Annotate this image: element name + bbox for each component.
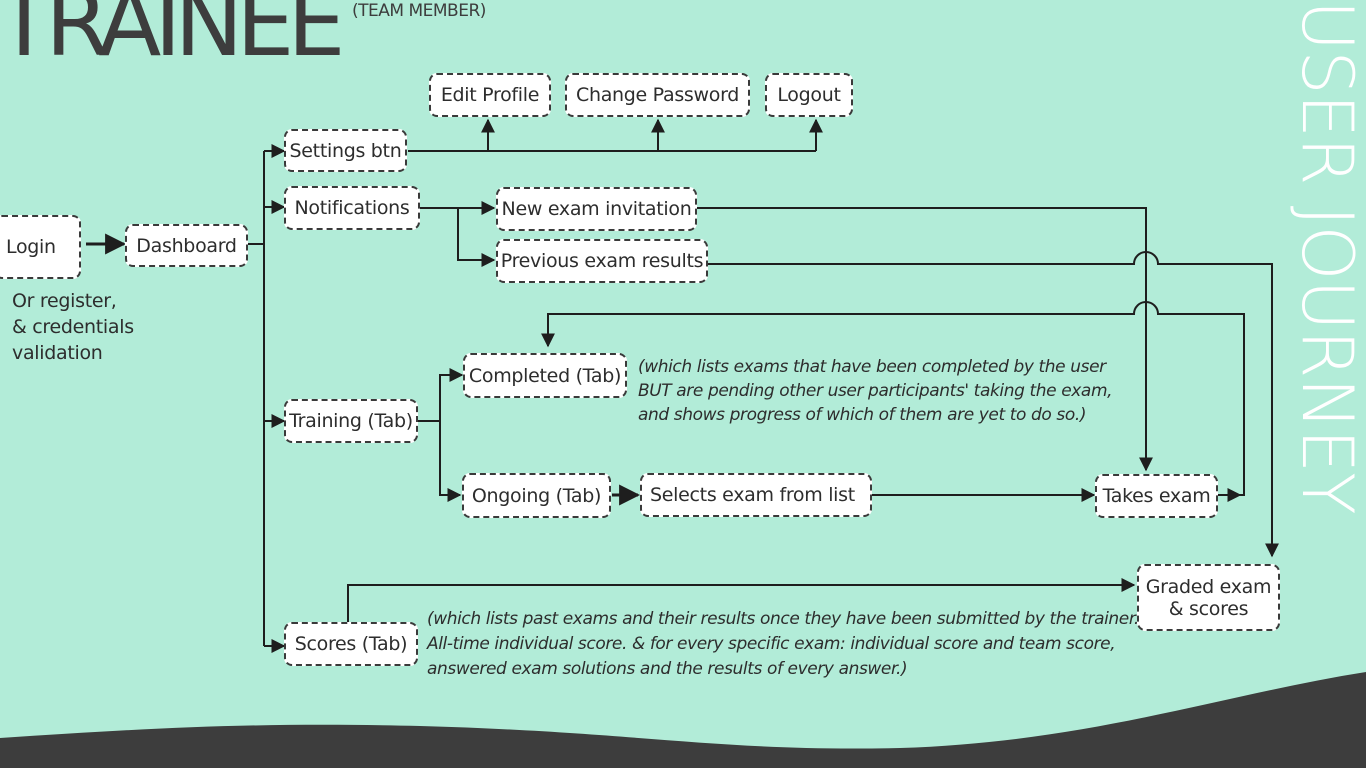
login-note: Or register, & credentials validation	[12, 290, 134, 364]
node-completed: Completed (Tab)	[463, 353, 627, 398]
node-settings: Settings btn	[284, 129, 407, 172]
page-subtitle: (TEAM MEMBER)	[352, 1, 486, 21]
node-login: Login	[0, 215, 81, 279]
node-previous-exam-results: Previous exam results	[496, 239, 708, 283]
node-new-exam-invitation: New exam invitation	[496, 187, 697, 231]
scores-note: (which lists past exams and their result…	[427, 609, 1139, 679]
node-graded-exam: Graded exam & scores	[1137, 564, 1280, 631]
completed-note: (which lists exams that have been comple…	[638, 357, 1113, 425]
node-scores: Scores (Tab)	[284, 622, 418, 666]
node-selects-exam: Selects exam from list	[640, 473, 872, 517]
node-edit-profile: Edit Profile	[429, 73, 551, 117]
node-ongoing: Ongoing (Tab)	[462, 473, 611, 518]
page-title: TRAINEE	[0, 0, 346, 77]
node-change-password: Change Password	[565, 73, 750, 117]
node-notifications: Notifications	[284, 186, 420, 230]
node-training: Training (Tab)	[284, 399, 418, 443]
node-dashboard: Dashboard	[125, 224, 248, 267]
node-logout: Logout	[765, 73, 853, 117]
node-takes-exam: Takes exam	[1095, 474, 1218, 518]
